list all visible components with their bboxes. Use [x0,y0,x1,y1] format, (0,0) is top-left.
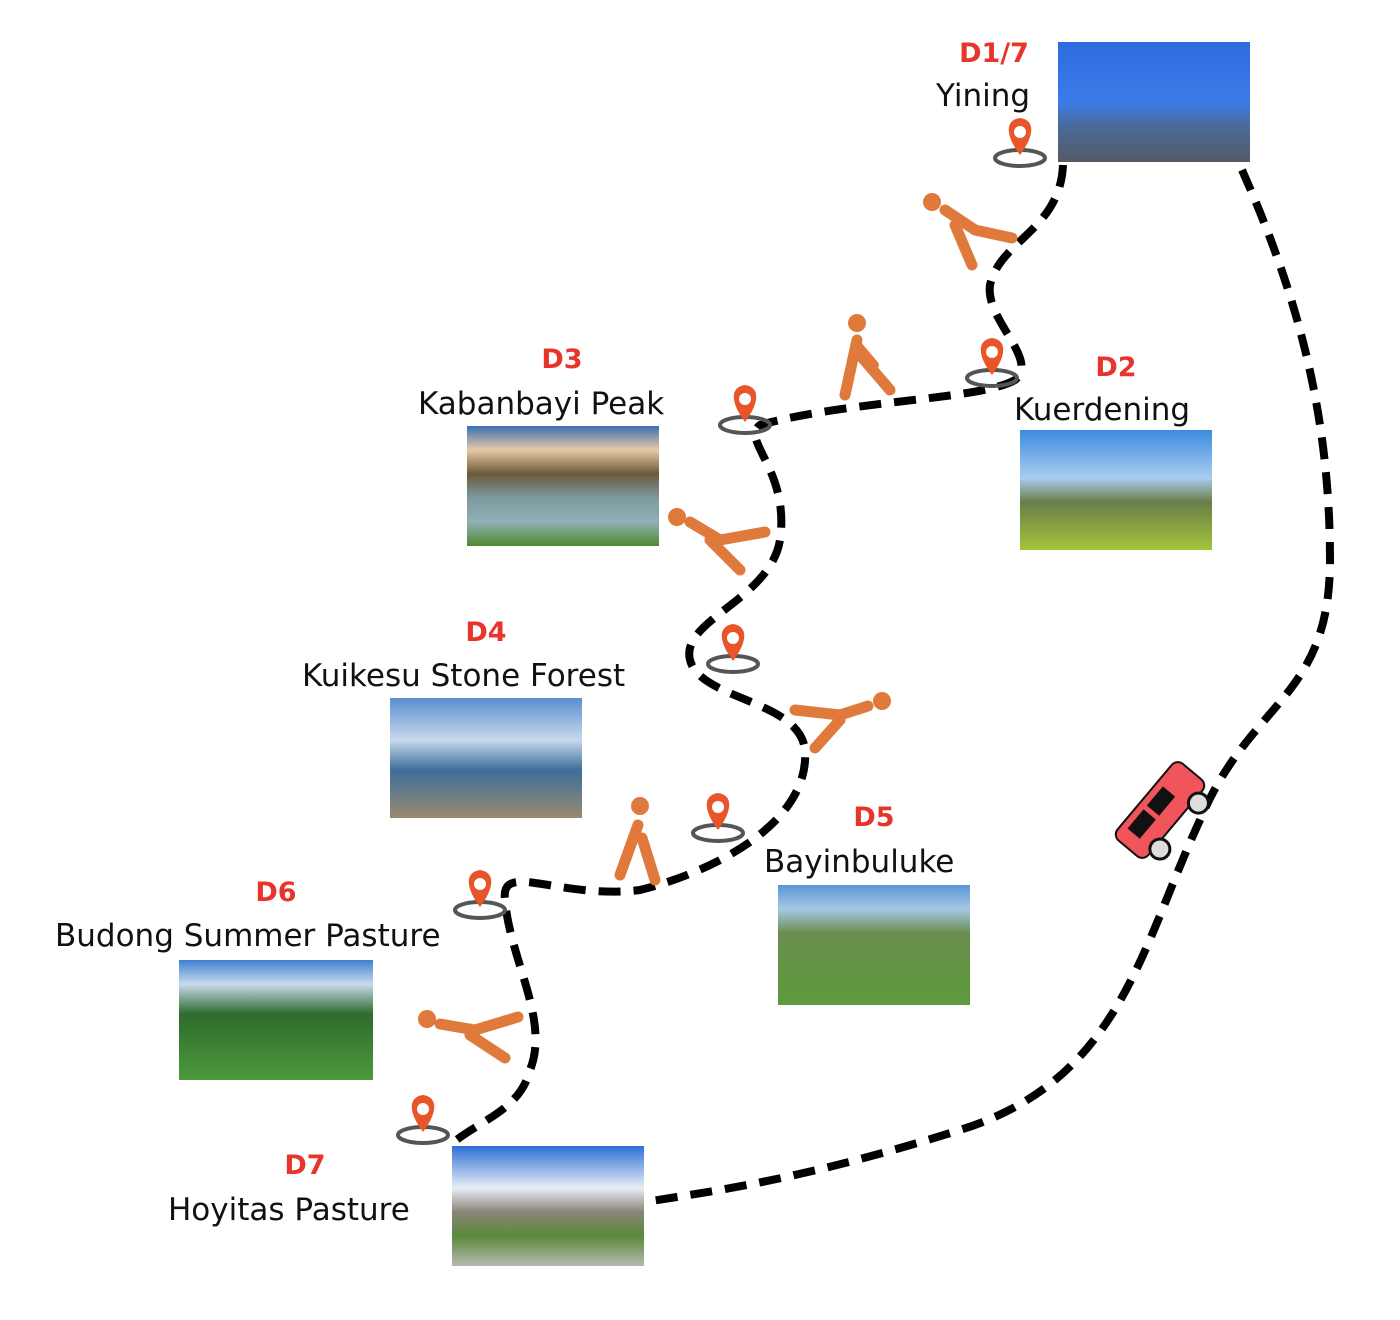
photo-kuerdening [1020,430,1212,550]
map-pin-icon [706,624,760,674]
photo-bayinbuluke [778,885,970,1005]
hiker-icon [668,508,771,576]
map-pin-icon [396,1095,450,1145]
car-icon [1114,761,1210,861]
hiker-icon [839,314,896,401]
photo-kuikesu [390,698,582,818]
stop-name: Budong Summer Pasture [55,918,441,954]
map-pin-icon [993,118,1047,168]
stop-name: Kabanbayi Peak [418,386,665,422]
day-label: D6 [255,877,297,908]
stop-name: Kuikesu Stone Forest [302,658,626,694]
map-pin-icon [965,338,1019,388]
hiker-icon [418,1010,524,1064]
day-label: D2 [1095,352,1137,383]
stop-name: Bayinbuluke [764,844,955,880]
stop-name: Kuerdening [1014,392,1191,428]
photo-hoyitas [452,1146,644,1266]
day-label: D3 [541,344,583,375]
day-label: D1/7 [959,38,1029,69]
hiker-icon [789,692,891,754]
day-label: D7 [284,1150,326,1181]
hiker-icon [614,797,661,886]
day-label: D4 [465,617,507,648]
photo-yining [1058,42,1250,162]
hiking-route [447,164,1067,1149]
hiker-icon [923,193,1018,271]
map-pin-icon [718,385,772,435]
map-pin-icon [691,793,745,843]
photo-budong [179,960,373,1080]
photo-kabanbayi [467,426,659,546]
driving-route [644,168,1335,1206]
map-pin-icon [453,870,507,920]
stop-name: Hoyitas Pasture [168,1192,410,1228]
stop-name: Yining [936,78,1031,114]
day-label: D5 [853,802,895,833]
